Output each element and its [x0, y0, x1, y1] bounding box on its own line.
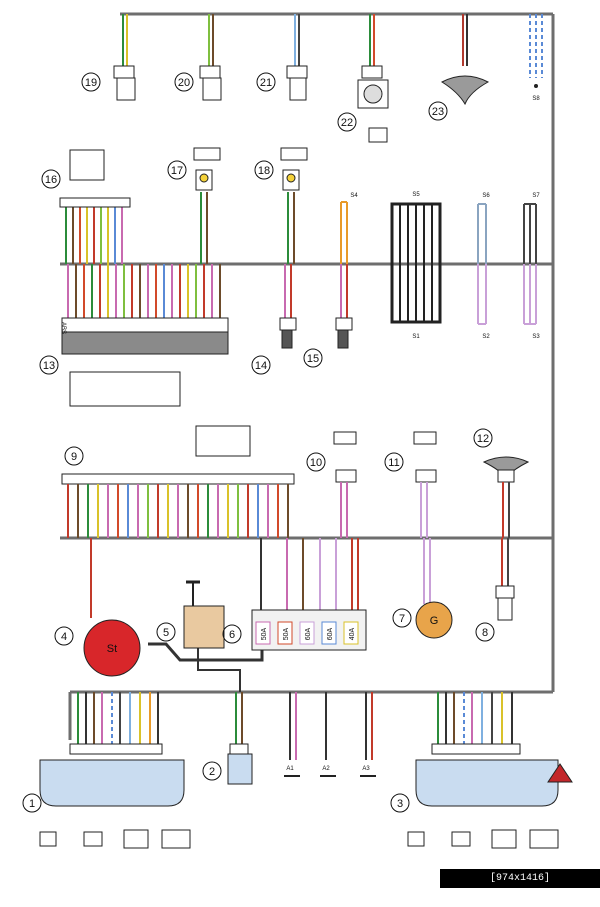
earth-point-a1: A1	[286, 766, 294, 772]
abs-module-wires	[67, 264, 221, 318]
connector-16-face	[69, 149, 105, 181]
callout-5: 5	[163, 627, 169, 639]
switch-8-body	[497, 597, 513, 621]
callout-17: 17	[171, 165, 183, 177]
power-section-wires	[90, 538, 509, 692]
connector-faces-bottom	[39, 829, 559, 849]
footer-watermark: [974x1416] https://upic.me/	[440, 869, 600, 903]
callout-4: 4	[61, 631, 67, 643]
starter-label: St	[107, 643, 117, 655]
callout-8: 8	[482, 627, 488, 639]
fuse-5-rating: 40A	[349, 627, 356, 640]
wiring-diagram-page: 19 20 21 22 23 S8 16 17 18	[22, 12, 600, 903]
callout-14: 14	[255, 360, 267, 372]
callout-22: 22	[341, 117, 353, 129]
callouts-top	[81, 72, 448, 132]
abs-connector-face	[69, 371, 181, 407]
starter-relay	[183, 605, 225, 649]
top-components	[113, 65, 538, 109]
wiring-diagram: 19 20 21 22 23 S8 16 17 18	[22, 12, 573, 849]
headlamp-left-connector	[69, 743, 163, 755]
ground-label-s3: S3	[532, 334, 540, 340]
callout-2: 2	[209, 766, 215, 778]
bus-label-s4: S4	[350, 193, 358, 199]
callout-18: 18	[258, 165, 270, 177]
motor-2-connector	[229, 743, 249, 755]
callout-20: 20	[178, 77, 190, 89]
connector-9-block	[61, 473, 295, 485]
connector-16-wires	[65, 206, 123, 264]
callout-7: 7	[399, 613, 405, 625]
sensors-14-15	[279, 264, 353, 349]
fuse-1-rating: 50A	[261, 627, 268, 640]
splice-buses	[340, 201, 537, 324]
generator	[415, 601, 453, 639]
callout-11: 11	[388, 457, 399, 469]
connector-9-face	[195, 425, 251, 457]
ground-label-s1: S1	[412, 334, 420, 340]
components-10-11-12	[333, 431, 530, 538]
fuse-3-rating: 60A	[305, 627, 312, 640]
abs-label: ABS	[60, 322, 66, 334]
bottom-wires	[68, 692, 513, 760]
headlamp-right	[415, 759, 559, 807]
top-branch-wires	[122, 14, 543, 78]
callout-6: 6	[229, 629, 235, 641]
connector-9-wires	[67, 484, 289, 538]
callout-16: 16	[45, 174, 57, 186]
headlamp-left	[39, 759, 185, 807]
callout-13: 13	[43, 360, 55, 372]
connector-16-block	[59, 197, 131, 208]
ground-label-s8: S8	[532, 96, 540, 102]
callout-9: 9	[71, 451, 77, 463]
lamp-17-18	[193, 147, 308, 264]
earth-point-a3: A3	[362, 766, 370, 772]
callout-12: 12	[477, 433, 489, 445]
switch-8-connector	[495, 585, 515, 599]
connector-22-face	[368, 127, 388, 143]
fuse-2	[277, 621, 293, 645]
callout-23: 23	[432, 106, 444, 118]
fuse-4	[321, 621, 337, 645]
starter-motor	[83, 619, 141, 677]
ground-return-wires	[477, 264, 537, 325]
callout-10: 10	[310, 457, 322, 469]
callout-3: 3	[397, 798, 403, 810]
fuse-5	[343, 621, 359, 645]
brand-logo	[547, 763, 573, 783]
fuse-1	[255, 621, 271, 645]
callout-15: 15	[307, 353, 319, 365]
motor-2-body	[227, 753, 253, 785]
ground-label-s2: S2	[482, 334, 490, 340]
abs-connector-strip	[61, 317, 229, 333]
generator-label: G	[430, 615, 439, 627]
abs-module-body	[61, 331, 229, 355]
bus-label-s7: S7	[532, 193, 540, 199]
bus-label-s5: S5	[412, 192, 420, 198]
fuse-4-rating: 60A	[327, 627, 334, 640]
headlamp-right-connector	[431, 743, 521, 755]
callout-19: 19	[85, 77, 97, 89]
fuse-3	[299, 621, 315, 645]
callout-21: 21	[260, 77, 272, 89]
earth-point-a2: A2	[322, 766, 330, 772]
fuse-2-rating: 50A	[283, 627, 290, 640]
bus-label-s6: S6	[482, 193, 490, 199]
callout-1: 1	[29, 798, 35, 810]
